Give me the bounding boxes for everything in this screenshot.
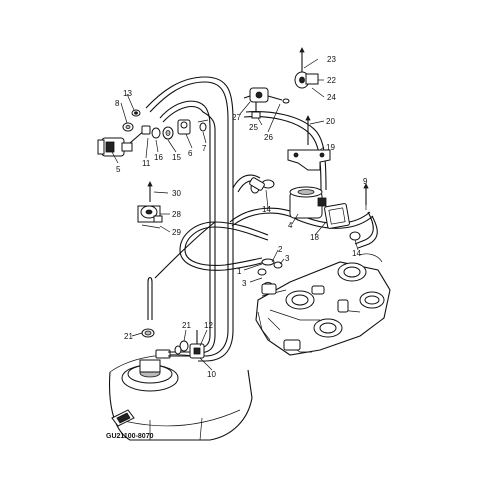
- hose-clamp: [249, 177, 361, 241]
- sensor-bracket-left: [137, 181, 163, 229]
- callout-22: 22: [327, 76, 336, 85]
- damper-block: [324, 203, 350, 229]
- callout-16: 16: [154, 153, 163, 162]
- callout-21-right: 21: [182, 321, 191, 330]
- callout-24: 24: [327, 93, 336, 102]
- callout-25: 25: [249, 123, 258, 132]
- fuel-pump-unit: [121, 349, 190, 392]
- callout-14-upper: 14: [262, 205, 271, 214]
- callout-4: 4: [288, 221, 293, 230]
- drain-hose-left: [147, 221, 216, 320]
- throttle-body-assembly: [255, 253, 391, 356]
- temp-sensor: [305, 115, 311, 145]
- diagram-code: GU21100-8070: [106, 433, 154, 440]
- callout-8: 8: [115, 99, 120, 108]
- callout-3-upper: 3: [285, 254, 290, 263]
- fuel-cock-valve: [97, 129, 146, 157]
- filter-bracket: [287, 149, 331, 171]
- callout-21-left: 21: [124, 332, 133, 341]
- callout-labels: 13 8 5 11 16 15 6 7 23 22 24 20 19 27 25…: [115, 55, 368, 379]
- callout-3-lower: 3: [242, 279, 247, 288]
- fuel-hose-main: [145, 76, 234, 362]
- callout-10: 10: [207, 370, 216, 379]
- callout-5: 5: [116, 165, 121, 174]
- fuel-tank: [109, 354, 253, 441]
- callout-12: 12: [204, 321, 213, 330]
- callout-26: 26: [264, 133, 273, 142]
- callout-6: 6: [188, 149, 193, 158]
- callout-14-lower: 14: [352, 249, 361, 258]
- callout-11: 11: [142, 159, 151, 168]
- callout-9: 9: [363, 177, 368, 186]
- small-fittings: [122, 109, 209, 140]
- callout-23: 23: [327, 55, 336, 64]
- callout-2: 2: [278, 245, 283, 254]
- leader-lines: [111, 58, 367, 371]
- reference-icon: [111, 409, 135, 427]
- callout-13: 13: [123, 89, 132, 98]
- callout-18: 18: [310, 233, 319, 242]
- callout-15: 15: [172, 153, 181, 162]
- callout-19: 19: [326, 143, 335, 152]
- quick-connector: [189, 330, 205, 359]
- fuel-filter: [289, 186, 327, 219]
- callout-28: 28: [172, 210, 181, 219]
- callout-30: 30: [172, 189, 181, 198]
- callout-20: 20: [326, 117, 335, 126]
- callout-1: 1: [237, 267, 242, 276]
- callout-7: 7: [202, 144, 207, 153]
- map-sensor: [243, 87, 290, 119]
- callout-29: 29: [172, 228, 181, 237]
- pressure-sensor-top: [294, 47, 319, 89]
- callout-27: 27: [232, 113, 241, 122]
